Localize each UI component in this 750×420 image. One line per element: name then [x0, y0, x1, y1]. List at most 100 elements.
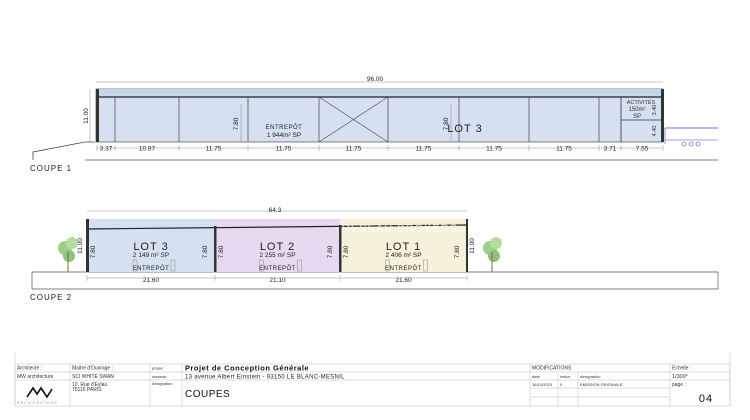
- door: [423, 259, 428, 272]
- architect-label: Architecte :: [17, 366, 42, 372]
- lot-area: 2 255 m² SP: [259, 252, 295, 259]
- activites-area: 150m²: [628, 107, 645, 113]
- lot-fill: [340, 219, 467, 272]
- door: [297, 259, 302, 272]
- entrepot-area: 1 944m² SP: [267, 132, 301, 139]
- mod-index: 0: [560, 382, 563, 387]
- coupe-1-title: COUPE 1: [30, 164, 72, 173]
- title-block-text: Architecte : MW architecture ARCHITECTUR…: [17, 364, 713, 406]
- ramp: [32, 141, 95, 160]
- height-label: 11.00: [77, 238, 84, 254]
- mod-designation: EMISSION ORIGINALE: [580, 382, 623, 387]
- lot-name: LOT 2: [260, 241, 295, 253]
- coupe-1: 96.00 11.00 7.80 7.80 ENTREPÔT 1 944m² S…: [30, 76, 718, 173]
- phase-label: phase :: [152, 366, 165, 371]
- designation: COUPES: [185, 389, 230, 400]
- roof-void: [96, 89, 663, 97]
- height-label: 11.00: [83, 108, 90, 124]
- owner-address-1: 10, Rue d'Eylau: [72, 382, 107, 388]
- bay-dimension: 11.75: [276, 146, 292, 153]
- lot-use: ENTREPÔT: [133, 265, 170, 272]
- title-block: [14, 352, 731, 407]
- designation-label: désignation :: [152, 381, 175, 386]
- watermark: RESEAU BROKERS: [342, 223, 458, 235]
- lot-section: LOT 22 255 m² SP ENTREPÔT 21.10 7.80 7.80: [214, 219, 340, 284]
- scale: 1/300°: [672, 374, 688, 380]
- lot-use: ENTREPÔT: [259, 265, 296, 272]
- page-label: page :: [672, 382, 686, 388]
- bracing: [318, 96, 389, 143]
- bay-dimension: 10.87: [139, 146, 156, 153]
- height-label: 11.00: [469, 238, 476, 254]
- lot-area: 2 406 m² SP: [385, 252, 421, 259]
- lot-inner-height: 7.80: [343, 245, 350, 258]
- owner-name: SCI WHITE SWAN: [72, 374, 114, 380]
- lot-area: 2 149 m² SP: [133, 252, 169, 259]
- ground: [31, 271, 719, 289]
- lot-inner-height: 7.80: [454, 245, 461, 258]
- lot-name: LOT 3: [133, 241, 168, 253]
- activites-area-unit: SP: [633, 114, 641, 120]
- door: [259, 259, 264, 272]
- owner-label: Maitre d'Ouvrage :: [72, 366, 113, 372]
- owner-address-2: 75116 PARIS: [72, 387, 102, 393]
- act-height-top: 3.40: [652, 105, 658, 116]
- mw-logo: [26, 386, 53, 399]
- lot-name: LOT 1: [386, 241, 421, 253]
- architect-name: MW architecture: [17, 374, 54, 380]
- address-label: adresse :: [152, 374, 168, 379]
- wall-party: [214, 226, 217, 272]
- modifications-label: MODIFICATIONS: [532, 366, 572, 372]
- wall-right: [466, 219, 468, 272]
- bay-dimension: 3.37: [100, 146, 113, 153]
- bay-dimension: 11.75: [556, 146, 572, 153]
- tree-icon: [58, 237, 78, 272]
- inner-height-label: 7.80: [443, 117, 450, 130]
- act-height-bottom: 4.40: [652, 126, 658, 137]
- door: [170, 259, 176, 272]
- roof-beam: [86, 224, 468, 230]
- lot-inner-height: 7.80: [327, 245, 334, 258]
- total-width-label: 64.3: [269, 207, 282, 214]
- scale-label: Echelle :: [672, 366, 691, 372]
- total-width-label: 96.00: [367, 76, 384, 83]
- mod-header-date: date: [532, 374, 541, 379]
- inner-height-label: 7.80: [233, 117, 240, 130]
- activites-label: ACTIVITÉS: [627, 99, 656, 106]
- mod-header-designation: désignation: [580, 374, 600, 379]
- bay-dimension: 11.75: [206, 146, 222, 153]
- lot-section: LOT 12 406 m² SP ENTREPÔT 21.60 7.80 7.80: [339, 219, 467, 284]
- lot-inner-height: 7.80: [202, 245, 209, 258]
- wall-left: [86, 219, 89, 272]
- door: [385, 259, 390, 272]
- page-number: 04: [699, 393, 713, 405]
- lot-inner-height: 7.80: [90, 245, 97, 258]
- bay-dimension: 11.75: [416, 146, 432, 153]
- address: 13 avenue Albert Einstein - 93150 LE BLA…: [185, 375, 345, 381]
- coupe-2-title: COUPE 2: [30, 293, 72, 302]
- logo-text: ARCHITECTURE: [17, 400, 58, 405]
- bay-dimension: 11.75: [486, 146, 502, 153]
- phase: Projet de Conception Générale: [185, 364, 309, 373]
- lot-label: LOT 3: [447, 123, 482, 135]
- wall-right: [661, 89, 664, 142]
- building-section-1: [95, 88, 664, 143]
- mod-date: 16/10/2024: [532, 382, 553, 387]
- lot-use: ENTREPÔT: [385, 265, 422, 272]
- trucks: [681, 141, 701, 147]
- bay-dimension: 11.75: [346, 146, 362, 153]
- mod-header-index: indice: [560, 374, 571, 379]
- lot-width: 21.60: [395, 277, 412, 284]
- lot-inner-height: 7.80: [218, 245, 225, 258]
- bay-dimension: 3.71: [604, 146, 617, 153]
- lot-width: 21.10: [269, 277, 286, 284]
- bay-dimension: 7.55: [636, 146, 649, 153]
- wall-party: [339, 225, 342, 272]
- wall-left: [96, 89, 99, 142]
- lot-width: 21.60: [143, 277, 160, 284]
- entrepot-label: ENTREPÔT: [266, 124, 303, 131]
- tree-icon: [483, 237, 502, 272]
- door: [132, 259, 138, 272]
